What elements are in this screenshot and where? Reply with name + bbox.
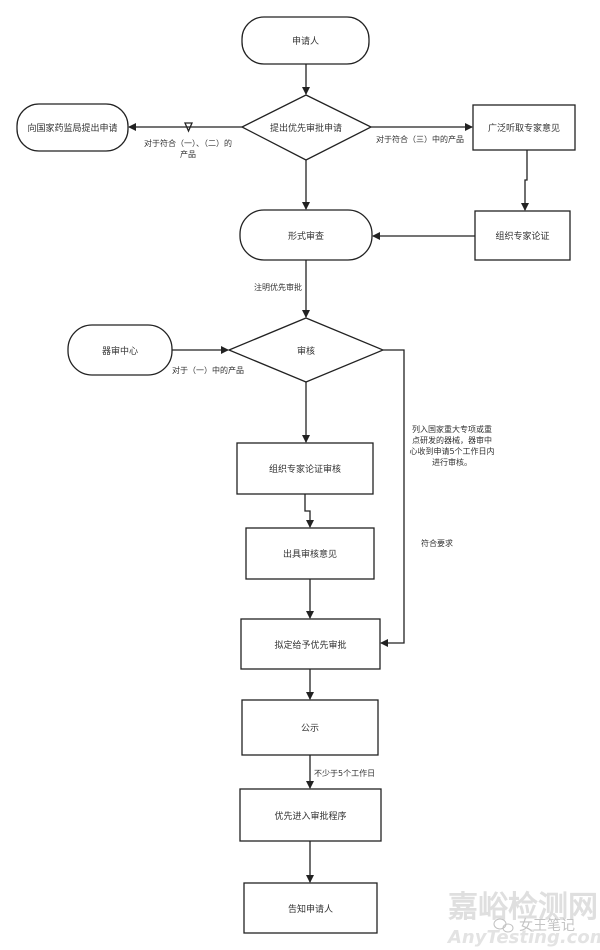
node-organize-experts[interactable]: 组织专家论证 (474, 210, 571, 261)
edge-review-bypass (380, 349, 405, 647)
label-to-experts: 对于符合（三）中的产品 (376, 134, 464, 144)
label-from-center: 对于（一）中的产品 (172, 365, 244, 375)
node-formal-review[interactable]: 形式审查 (239, 209, 373, 261)
watermark-site-cn: 嘉峪检测网 (448, 890, 598, 925)
label-bypass-line2: 点研发的器械，器审中 (412, 435, 492, 445)
svg-text:形式审查: 形式审查 (288, 230, 324, 242)
node-device-center[interactable]: 器审中心 (67, 324, 173, 376)
edge-submit-to-nmpa-mid-arrow (184, 122, 193, 133)
svg-text:审核: 审核 (297, 345, 315, 357)
svg-text:告知申请人: 告知申请人 (288, 903, 333, 915)
svg-text:优先进入审批程序: 优先进入审批程序 (274, 810, 346, 822)
edges (128, 64, 529, 883)
watermark-account: 女王笔记 (519, 917, 575, 934)
label-meets-requirements: 符合要求 (421, 538, 453, 548)
watermark: 嘉峪检测网 AnyTesting.com 女王笔记 (446, 890, 600, 948)
node-nmpa-apply[interactable]: 向国家药监局提出申请 (16, 103, 129, 152)
node-expert-review[interactable]: 组织专家论证审核 (236, 442, 374, 495)
label-to-nmpa-line1: 对于符合（一）、（二）的 (144, 138, 232, 148)
label-to-nmpa-line2: 产品 (180, 149, 196, 159)
node-review[interactable]: 审核 (227, 317, 385, 383)
node-enter-procedure[interactable]: 优先进入审批程序 (239, 788, 382, 842)
label-bypass-line1: 列入国家重大专项或重 (412, 424, 492, 434)
edge-labels: 对于符合（一）、（二）的 产品 对于符合（三）中的产品 注明优先审批 对于（一）… (144, 134, 495, 778)
node-submit-priority[interactable]: 提出优先审批申请 (240, 94, 373, 161)
svg-text:向国家药监局提出申请: 向国家药监局提出申请 (27, 122, 117, 134)
svg-text:广泛听取专家意见: 广泛听取专家意见 (488, 122, 560, 134)
node-solicit-experts[interactable]: 广泛听取专家意见 (472, 104, 576, 151)
svg-text:器审中心: 器审中心 (102, 345, 138, 357)
label-bypass-line3: 心收到申请5个工作日内 (409, 446, 494, 456)
edge-experts-to-organize (521, 150, 529, 211)
svg-text:组织专家论证审核: 组织专家论证审核 (269, 463, 341, 475)
node-notify-applicant[interactable]: 告知申请人 (243, 882, 378, 934)
label-mark-priority: 注明优先审批 (254, 282, 302, 292)
wechat-icon (493, 918, 514, 933)
edge-expert-review-to-opinion (304, 494, 314, 528)
node-applicant[interactable]: 申请人 (241, 16, 370, 65)
node-publicity[interactable]: 公示 (241, 699, 379, 756)
svg-text:申请人: 申请人 (292, 35, 319, 47)
node-propose-priority[interactable]: 拟定给予优先审批 (240, 618, 381, 670)
svg-text:出具审核意见: 出具审核意见 (283, 548, 337, 560)
label-min-days: 不少于5个工作日 (314, 768, 375, 778)
node-issue-opinion[interactable]: 出具审核意见 (245, 527, 375, 580)
watermark-site-en: AnyTesting.com (446, 927, 600, 948)
svg-text:提出优先审批申请: 提出优先审批申请 (270, 122, 342, 134)
label-bypass-line4: 进行审核。 (432, 457, 472, 467)
svg-text:组织专家论证: 组织专家论证 (495, 230, 549, 242)
svg-text:拟定给予优先审批: 拟定给予优先审批 (274, 639, 346, 651)
svg-text:公示: 公示 (301, 723, 319, 734)
